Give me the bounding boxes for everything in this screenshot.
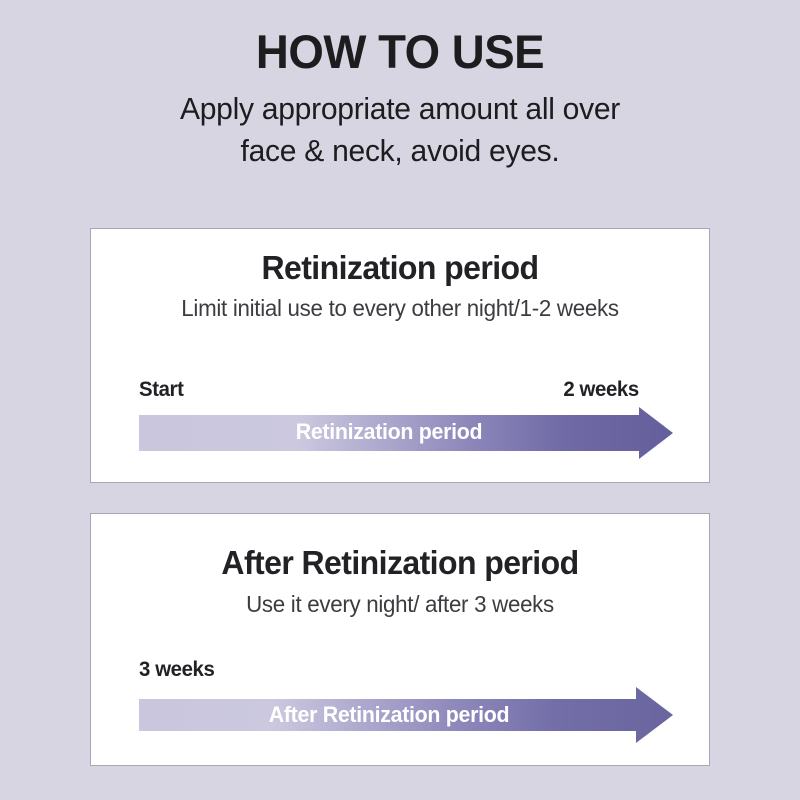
page-subtitle-line-1: Apply appropriate amount all over bbox=[179, 90, 621, 126]
card-retinization-period: Retinization period Limit initial use to… bbox=[90, 228, 710, 483]
page-subtitle-line-2: face & neck, avoid eyes. bbox=[240, 133, 560, 169]
timeline-arrow: Retinization period bbox=[139, 407, 673, 459]
timeline: 3 weeks After Re bbox=[139, 656, 684, 743]
timeline-start-label: 3 weeks bbox=[139, 658, 215, 681]
page-subtitle: Apply appropriate amount all over face &… bbox=[12, 78, 788, 174]
card-subheading: Limit initial use to every other night/1… bbox=[181, 295, 619, 322]
arrow-right-icon bbox=[139, 407, 673, 459]
timeline-labels: Start 2 weeks bbox=[139, 376, 639, 402]
card-after-retinization-period: After Retinization period Use it every n… bbox=[90, 513, 710, 766]
timeline-arrow: After Retinization period bbox=[139, 687, 673, 743]
timeline-start-label: Start bbox=[139, 378, 184, 401]
card-subheading: Use it every night/ after 3 weeks bbox=[246, 591, 554, 618]
card-heading: After Retinization period bbox=[221, 544, 579, 581]
page-title: HOW TO USE bbox=[255, 25, 545, 78]
card-heading: Retinization period bbox=[261, 249, 539, 286]
arrow-right-icon bbox=[139, 687, 673, 743]
timeline-end-label: 2 weeks bbox=[563, 378, 640, 401]
header: HOW TO USE Apply appropriate amount all … bbox=[0, 0, 800, 173]
timeline: Start 2 weeks Ret bbox=[139, 376, 684, 459]
timeline-labels: 3 weeks bbox=[139, 656, 639, 682]
